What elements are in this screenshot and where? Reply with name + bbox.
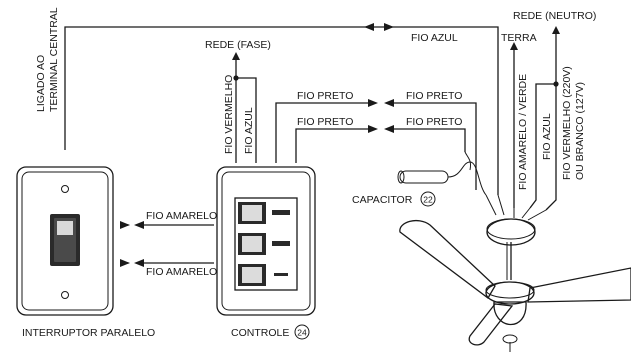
label-fio-preto-2b: FIO PRETO bbox=[406, 116, 462, 128]
label-fio-vermelho-220: FIO VERMELHO (220V) bbox=[561, 66, 573, 180]
wire-rede-fase bbox=[232, 52, 257, 163]
label-interruptor-paralelo: INTERRUPTOR PARALELO bbox=[22, 327, 155, 339]
label-fio-preto-2a: FIO PRETO bbox=[297, 116, 353, 128]
ceiling-fan bbox=[399, 194, 631, 352]
label-fio-azul-top: FIO AZUL bbox=[411, 32, 458, 44]
svg-text:TERMINAL CENTRAL: TERMINAL CENTRAL bbox=[48, 7, 60, 112]
label-ligado-terminal-central: LIGADO AO TERMINAL CENTRAL bbox=[35, 7, 60, 112]
wire-fio-amarelo-2 bbox=[120, 259, 214, 267]
wire-fio-preto-2 bbox=[295, 125, 466, 163]
speed-button-low bbox=[238, 264, 288, 286]
label-controle: CONTROLE bbox=[231, 327, 289, 339]
label-capacitor: CAPACITOR bbox=[352, 194, 413, 206]
label-fio-preto-1a: FIO PRETO bbox=[297, 90, 353, 102]
switch-lever-icon bbox=[57, 221, 73, 235]
label-fio-azul-controle: FIO AZUL bbox=[243, 107, 255, 154]
wire-fio-amarelo-1 bbox=[120, 221, 214, 229]
wire-terra bbox=[510, 42, 518, 208]
controle-number-badge: 24 bbox=[294, 324, 310, 340]
wire-fio-preto-1 bbox=[275, 99, 477, 190]
label-terra: TERRA bbox=[501, 32, 537, 44]
capacitor-number-badge: 22 bbox=[420, 191, 436, 207]
svg-text:24: 24 bbox=[297, 328, 307, 338]
speed-button-medium bbox=[238, 233, 290, 255]
speed-button-high bbox=[238, 202, 290, 224]
label-fio-preto-1b: FIO PRETO bbox=[406, 90, 462, 102]
capacitor bbox=[397, 151, 487, 196]
screw-top-icon bbox=[61, 185, 69, 193]
label-fio-amarelo-verde: FIO AMARELO / VERDE bbox=[517, 74, 529, 190]
svg-text:22: 22 bbox=[423, 195, 433, 205]
wire-terminal-central bbox=[64, 23, 499, 195]
svg-text:LIGADO AO: LIGADO AO bbox=[35, 55, 47, 112]
interruptor-paralelo bbox=[16, 166, 114, 316]
label-rede-neutro: REDE (NEUTRO) bbox=[513, 10, 596, 22]
label-fio-azul-fan: FIO AZUL bbox=[541, 113, 553, 160]
screw-bottom-icon bbox=[61, 291, 69, 299]
label-fio-amarelo-2: FIO AMARELO bbox=[146, 266, 217, 278]
label-ou-branco-127: OU BRANCO (127V) bbox=[574, 82, 586, 180]
label-rede-fase: REDE (FASE) bbox=[205, 39, 271, 51]
controle bbox=[216, 166, 316, 316]
wire-rede-neutro bbox=[529, 26, 560, 211]
label-fio-amarelo-1: FIO AMARELO bbox=[146, 210, 217, 222]
label-fio-vermelho-controle: FIO VERMELHO bbox=[223, 75, 235, 154]
